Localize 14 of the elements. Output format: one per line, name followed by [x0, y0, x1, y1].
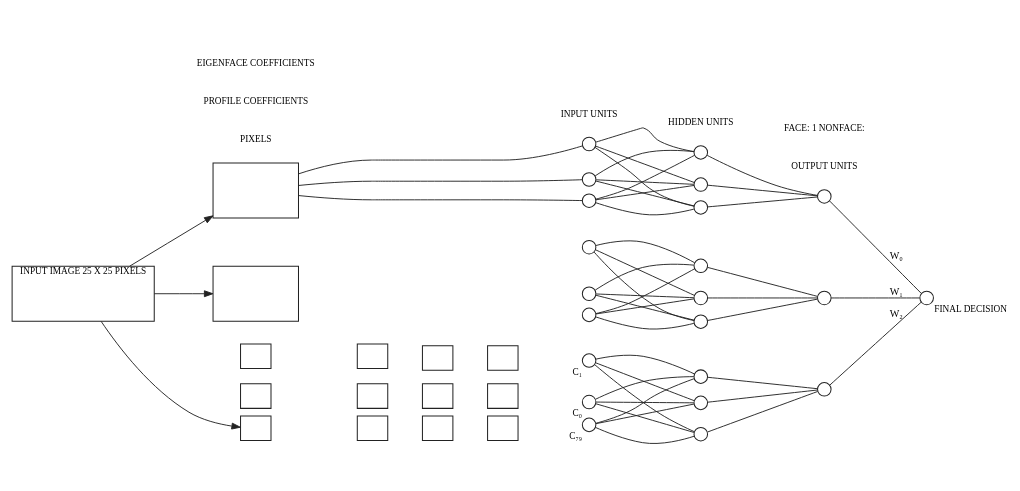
node-label: C₁: [572, 366, 582, 377]
edge-label: W₀: [889, 249, 903, 261]
edge-label: W₂: [889, 307, 903, 319]
label: HIDDEN UNITS: [668, 116, 734, 127]
label: EIGENFACE COEFFICIENTS: [196, 57, 315, 68]
node-label: C₀: [572, 407, 582, 418]
label: INPUT UNITS: [560, 108, 618, 119]
node-label: FINAL DECISION: [934, 303, 1008, 314]
label: PIXELS: [240, 133, 272, 144]
label: FACE: 1 NONFACE:: [783, 122, 865, 133]
node-label: C₇₉: [569, 430, 582, 441]
label: PROFILE COEFFICIENTS: [203, 95, 309, 106]
label: OUTPUT UNITS: [791, 160, 858, 171]
edge-label: W₁: [889, 285, 903, 297]
